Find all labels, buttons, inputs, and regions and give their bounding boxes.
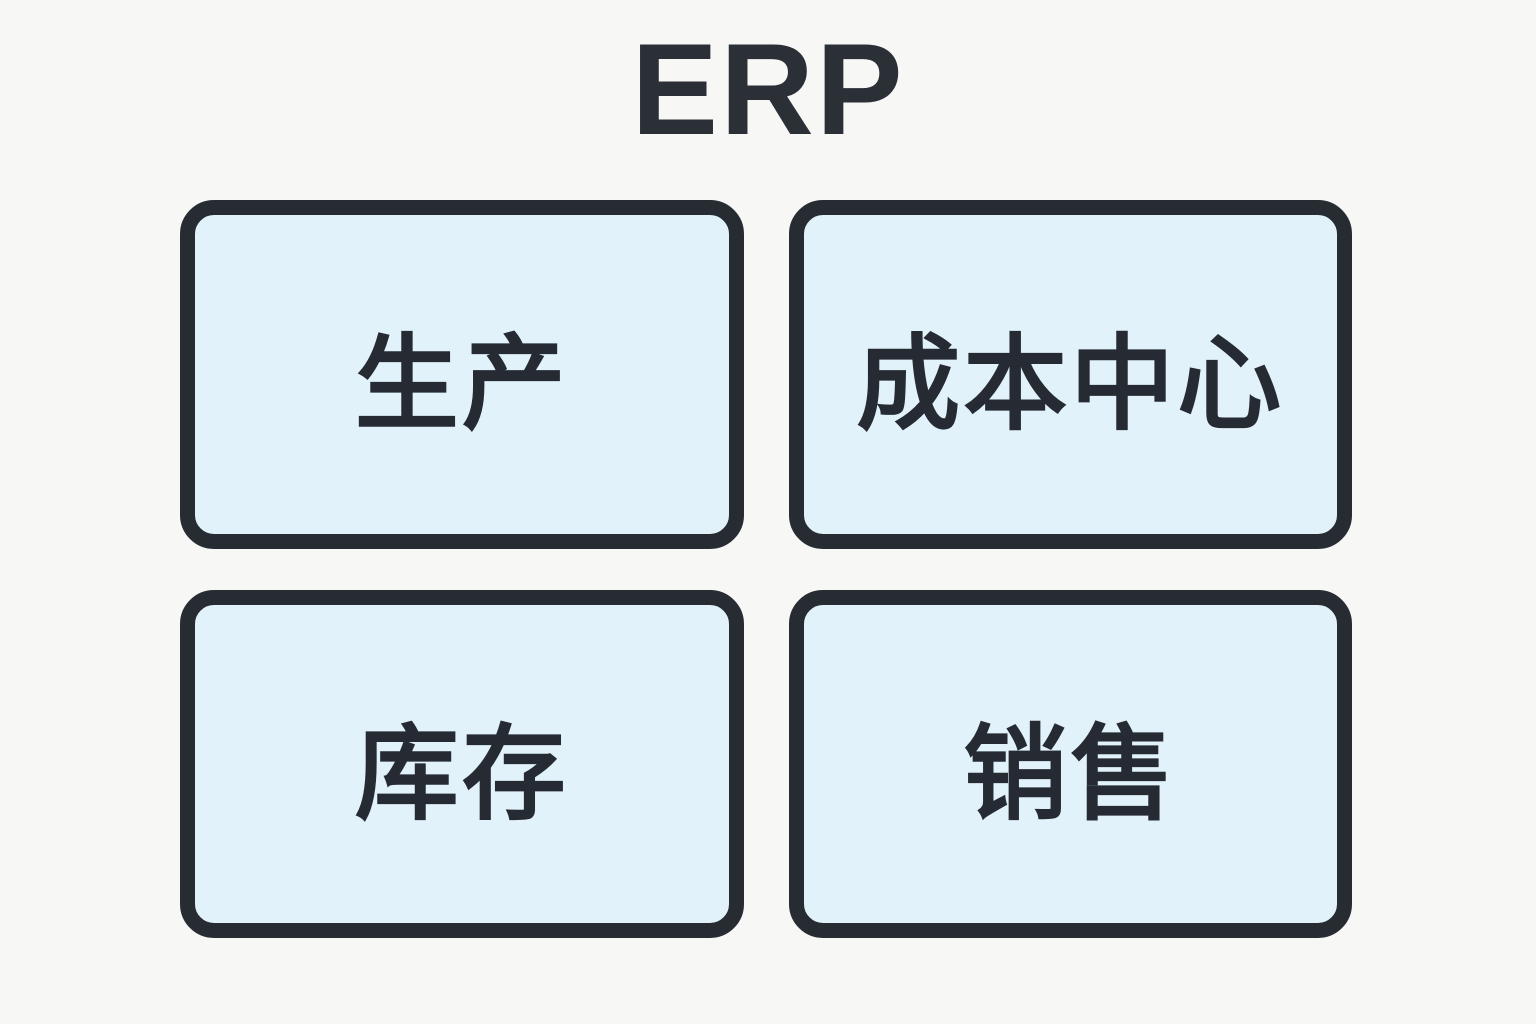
node-grid: 生产 成本中心 库存 销售: [180, 200, 1352, 938]
node-production: 生产: [180, 200, 744, 549]
page-title: ERP: [631, 16, 905, 162]
node-production-label: 生产: [354, 327, 569, 443]
node-cost-center-label: 成本中心: [856, 327, 1285, 443]
node-inventory-label: 库存: [354, 716, 569, 833]
node-inventory: 库存: [180, 590, 744, 938]
node-cost-center: 成本中心: [788, 200, 1352, 549]
node-sales-label: 销售: [963, 716, 1178, 833]
node-sales: 销售: [788, 590, 1352, 938]
